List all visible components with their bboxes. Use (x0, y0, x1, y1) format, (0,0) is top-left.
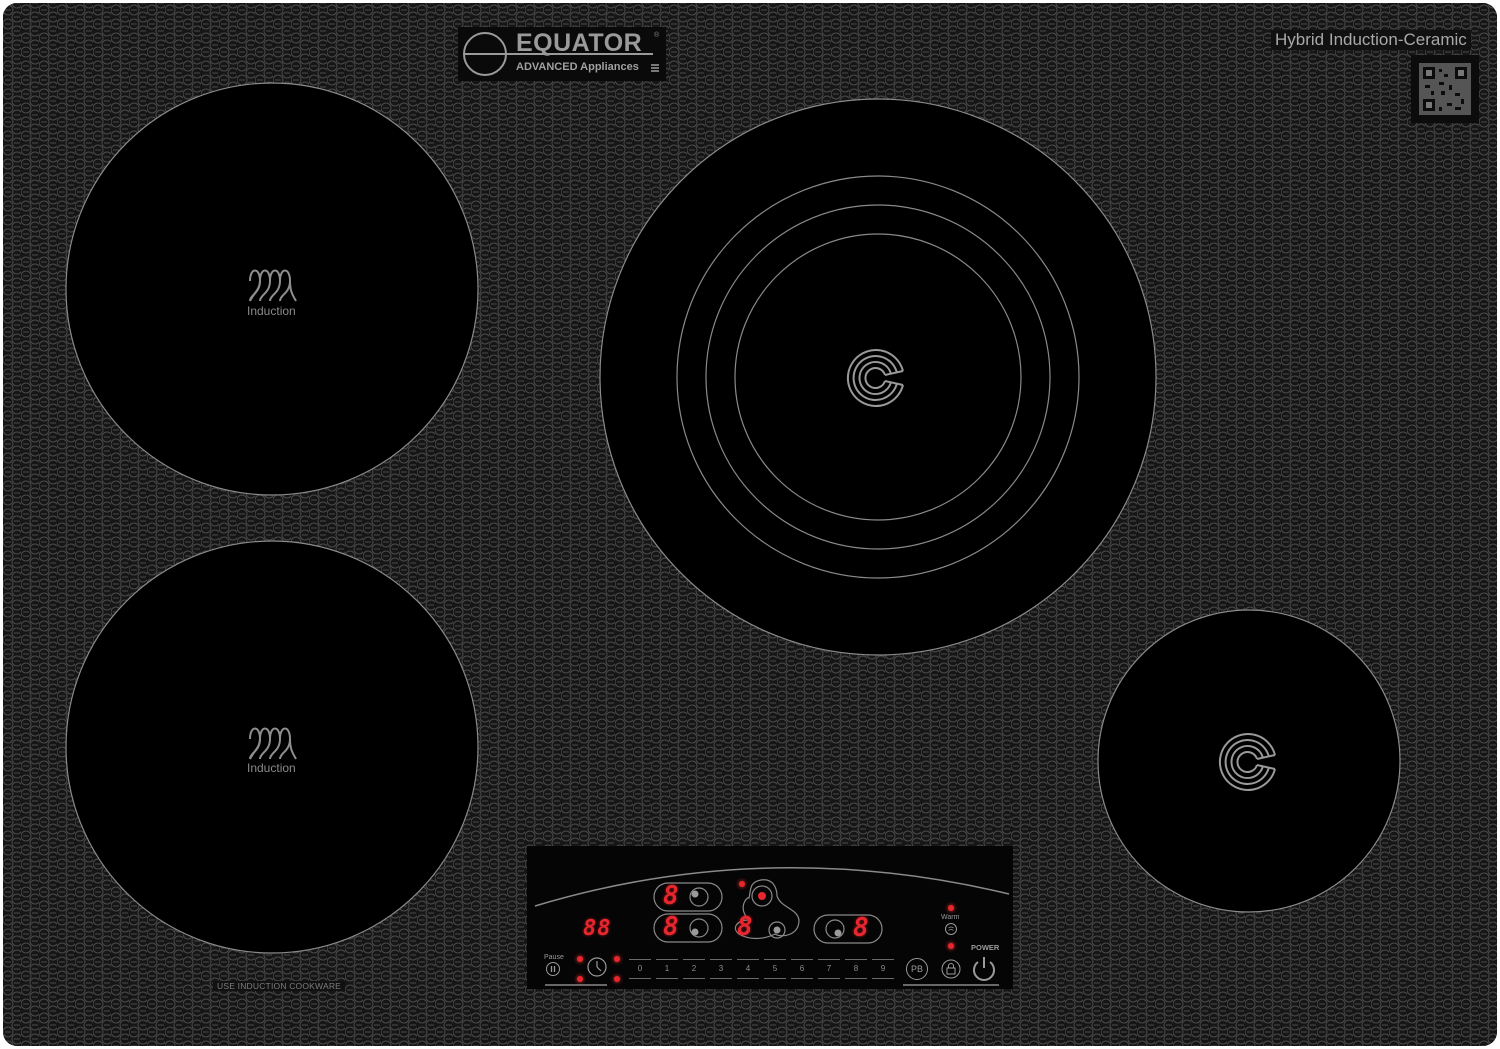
pause-button[interactable] (545, 961, 561, 977)
slider-key-3[interactable]: 3 (710, 959, 732, 979)
warm-label: Warm (941, 914, 960, 921)
lock-button[interactable] (940, 958, 962, 980)
glass-pattern (3, 3, 1497, 1046)
slider-key-8[interactable]: 8 (845, 959, 867, 979)
qr-code-icon (1411, 55, 1479, 123)
slider-key-6[interactable]: 6 (791, 959, 813, 979)
equator-globe-icon (463, 32, 509, 76)
warm-button[interactable] (944, 922, 958, 936)
cooktop-surface: EQUATOR ® ADVANCED Appliances Hybrid Ind… (3, 3, 1497, 1046)
panel-outlines (534, 867, 1010, 986)
induction-coil-icon (249, 269, 297, 302)
brand-menu-mark-icon (651, 64, 659, 72)
slider-key-2[interactable]: 2 (683, 959, 705, 979)
model-label: Hybrid Induction-Ceramic (1271, 30, 1471, 50)
timer-led-1 (577, 956, 583, 962)
pause-label: Pause (544, 954, 564, 961)
timer-led-3 (614, 956, 620, 962)
slider-key-4[interactable]: 4 (737, 959, 759, 979)
slider-key-7[interactable]: 7 (818, 959, 840, 979)
power-label: POWER (971, 943, 1000, 952)
timer-led-4 (614, 976, 620, 982)
zone-label-front-left: Induction (247, 761, 296, 775)
slider-key-9[interactable]: 9 (872, 959, 894, 979)
warm-led (948, 905, 954, 911)
center-zone-led (739, 881, 745, 887)
timer-display: 88 (583, 916, 612, 941)
ceramic-element-icon (846, 349, 904, 407)
front-left-zone-display: 8 (663, 912, 679, 942)
slider-key-0[interactable]: 0 (629, 959, 651, 979)
control-panel: 88 8 8 8 8 Pause 0 1 2 3 4 5 6 7 8 (527, 846, 1013, 989)
right-zone-display: 8 (853, 913, 869, 943)
power-button[interactable] (970, 954, 998, 982)
brand-subtitle: ADVANCED Appliances (516, 61, 639, 73)
zone-label-rear-left: Induction (247, 304, 296, 318)
ceramic-element-icon (1218, 733, 1276, 791)
brand-name: EQUATOR (516, 29, 643, 57)
lock-led (948, 943, 954, 949)
slider-key-5[interactable]: 5 (764, 959, 786, 979)
rear-left-zone-display: 8 (663, 881, 679, 911)
brand-logo: EQUATOR ® ADVANCED Appliances (458, 27, 666, 81)
registered-mark: ® (654, 32, 660, 39)
timer-led-2 (577, 976, 583, 982)
slider-key-1[interactable]: 1 (656, 959, 678, 979)
center-zone-display: 8 (737, 912, 753, 942)
induction-coil-icon (249, 727, 297, 760)
timer-button[interactable] (586, 956, 608, 978)
cookware-note: USE INDUCTION COOKWARE (213, 981, 346, 991)
power-boost-button[interactable]: PB (906, 958, 928, 980)
